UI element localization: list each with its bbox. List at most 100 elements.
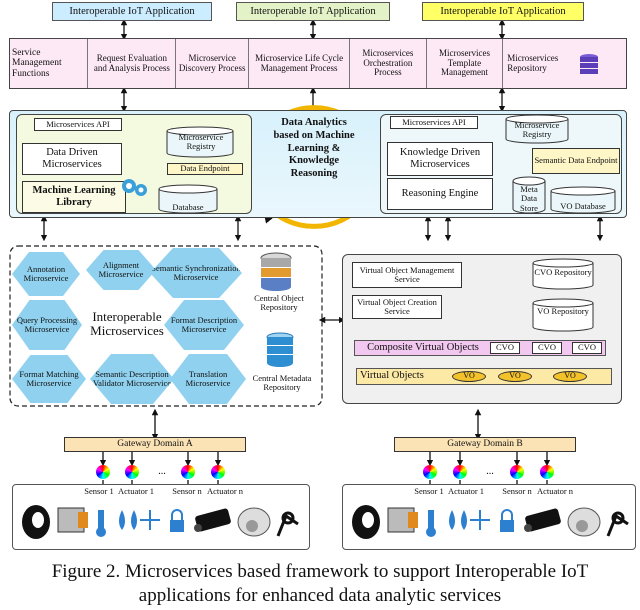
central-metadata-repository-label: Central Metadata Repository: [252, 373, 312, 393]
right-registry-label: Microservice Registry: [514, 120, 560, 140]
device-node-icon: [423, 465, 437, 479]
camera-icon: [194, 508, 231, 532]
figure-caption-line-2: applications for enhanced data analytic …: [138, 585, 502, 606]
hex-semantic-description-validator: Semantic Description Validator Microserv…: [90, 354, 174, 404]
analytics-center-title: Data Analytics based on Machine Learning…: [273, 117, 355, 180]
vo-database-cylinder: [550, 186, 616, 214]
service-management-panel: Service Management Functions Request Eva…: [9, 38, 627, 89]
module-icon: [57, 507, 88, 533]
device-node-icon: [211, 465, 225, 479]
vo-repository-cylinder: [532, 298, 594, 332]
app-box-2-label: Interoperable IoT Application: [250, 6, 376, 17]
sensor-devices-a: [22, 505, 299, 539]
right-microservices-api: Microservices API: [390, 116, 478, 129]
camera-icon: [524, 508, 561, 532]
service-management-title: Service Management Functions: [12, 47, 62, 79]
vo-management-service: Virtual Object Management Service: [352, 262, 462, 288]
meta-store-label: Meta Data Store: [520, 184, 538, 213]
app-box-2: Interoperable IoT Application: [236, 2, 390, 21]
central-object-repository-label: Central Object Repository: [254, 293, 304, 313]
snowflake-icon: [140, 510, 160, 530]
device-label-actuator-n: Actuator n: [206, 486, 244, 496]
lock-icon: [500, 509, 514, 532]
hex-format-matching: Format Matching Microservice: [12, 355, 86, 403]
hex-semantic-synchronization: Semantic Synchronization Microservice: [150, 248, 242, 298]
app-box-3-label: Interoperable IoT Application: [440, 6, 566, 17]
repository-stack-icon: [579, 53, 599, 75]
robot-arm-icon: [606, 511, 629, 537]
interop-title: Interoperable Microservices: [90, 309, 164, 339]
database-label: Database: [172, 202, 204, 212]
module-icon: [387, 507, 418, 533]
cvo-repository-cylinder: [532, 258, 594, 290]
snowflake-icon: [470, 510, 490, 530]
app-box-1-label: Interoperable IoT Application: [69, 6, 195, 17]
function-request-evaluation: Request Evaluation and Analysis Process: [87, 39, 175, 88]
sensor-devices-b: [352, 505, 629, 539]
hex-translation: Translation Microservice: [170, 354, 246, 404]
machine-learning-library: Machine Learning Library: [22, 181, 126, 213]
left-microservices-api: Microservices API: [34, 118, 122, 131]
device-label-sensor-n: Sensor n: [502, 486, 532, 496]
data-endpoint: Data Endpoint: [167, 163, 243, 175]
device-node-icon: [510, 465, 524, 479]
device-node-icon: [96, 465, 110, 479]
left-registry-label: Microservice Registry: [178, 132, 224, 152]
data-driven-microservices: Data Driven Microservices: [22, 143, 122, 175]
device-label-sensor-1: Sensor 1: [414, 486, 444, 496]
right-registry-cylinder: [505, 114, 569, 144]
figure-caption-line-1: Figure 2. Microservices based framework …: [51, 561, 589, 582]
reasoning-engine: Reasoning Engine: [387, 178, 493, 210]
app-box-1: Interoperable IoT Application: [52, 2, 212, 21]
function-orchestration: Microservices Orchestration Process: [349, 39, 426, 88]
vo-creation-service: Virtual Object Creation Service: [352, 295, 442, 319]
thermometer-icon: [426, 510, 436, 537]
function-microservices-repository: Microservices Repository: [502, 39, 626, 88]
cvo-item-3: CVO: [572, 342, 602, 354]
device-ellipsis: ...: [158, 466, 166, 477]
meta-store-cylinder: [512, 176, 546, 214]
robot-arm-icon: [276, 511, 299, 537]
motion-sensor-icon: [237, 507, 271, 537]
cvo-item-1: CVO: [490, 342, 520, 354]
device-label-actuator-1: Actuator 1: [117, 486, 155, 496]
gear-icon: [120, 176, 150, 198]
app-box-3: Interoperable IoT Application: [422, 2, 584, 21]
motion-sensor-icon: [567, 507, 601, 537]
device-label-sensor-1: Sensor 1: [84, 486, 114, 496]
device-ellipsis: ...: [486, 466, 494, 477]
device-label-sensor-n: Sensor n: [172, 486, 202, 496]
device-node-icon: [453, 465, 467, 479]
vo-database-label: VO Database: [560, 201, 606, 211]
water-drop-icon: [449, 510, 467, 530]
wearable-icon: [352, 505, 380, 539]
hex-format-description: Format Description Microservice: [164, 300, 244, 350]
cvo-item-2: CVO: [532, 342, 562, 354]
thermometer-icon: [96, 510, 106, 537]
vo-item-2: VO: [498, 371, 532, 382]
left-registry-cylinder: [166, 126, 234, 158]
gateway-domain-b: Gateway Domain B: [394, 437, 576, 452]
device-node-icon: [540, 465, 554, 479]
cvo-label: Composite Virtual Objects: [367, 342, 479, 353]
water-drop-icon: [119, 510, 137, 530]
semantic-data-endpoint: Semantic Data Endpoint: [532, 148, 620, 174]
vo-label: Virtual Objects: [360, 370, 424, 381]
lock-icon: [170, 509, 184, 532]
central-metadata-repository-icon: [266, 332, 294, 368]
device-label-actuator-1: Actuator 1: [447, 486, 485, 496]
cvo-repository-label: CVO Repository: [534, 267, 592, 277]
knowledge-driven-microservices: Knowledge Driven Microservices: [387, 142, 493, 176]
vo-repository-label: VO Repository: [537, 306, 589, 316]
hex-query-processing: Query Processing Microservice: [12, 300, 82, 350]
vo-item-3: VO: [553, 371, 587, 382]
wearable-icon: [22, 505, 50, 539]
function-life-cycle-management: Microservice Life Cycle Management Proce…: [248, 39, 349, 88]
device-node-icon: [181, 465, 195, 479]
device-label-actuator-n: Actuator n: [536, 486, 574, 496]
database-cylinder: [158, 184, 218, 214]
vo-item-1: VO: [452, 371, 486, 382]
gateway-domain-a: Gateway Domain A: [64, 437, 246, 452]
central-object-repository-icon: [260, 252, 292, 292]
hex-annotation: Annotation Microservice: [12, 252, 80, 296]
